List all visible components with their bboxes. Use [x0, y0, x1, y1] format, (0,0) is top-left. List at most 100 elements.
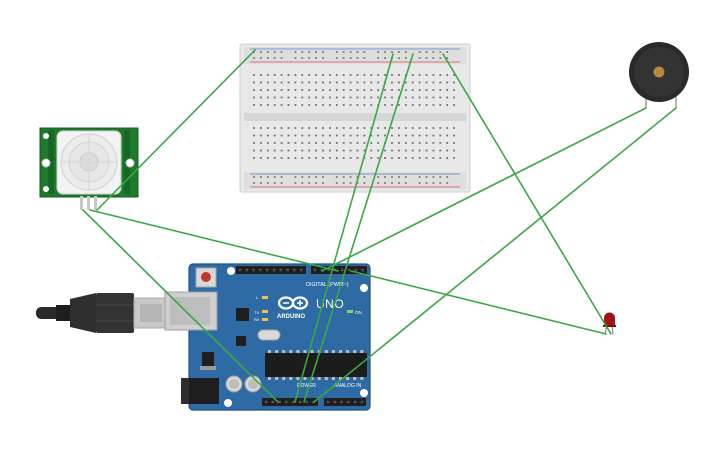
hole: [404, 96, 407, 99]
hole: [439, 176, 442, 178]
hole: [370, 74, 373, 76]
wire-buzzer-to-digital-pin[interactable]: [321, 107, 647, 272]
hole: [349, 149, 352, 152]
hole: [356, 96, 359, 99]
usb-cable-icon[interactable]: [36, 293, 167, 333]
mcu-pin: [317, 377, 321, 380]
hole: [287, 81, 290, 84]
fresnel-lens-icon: [56, 130, 122, 195]
hole: [322, 51, 324, 53]
hole: [398, 157, 400, 159]
hole: [294, 51, 297, 53]
hole: [238, 268, 242, 272]
hole: [425, 149, 428, 152]
hole: [391, 157, 393, 159]
hole: [446, 149, 449, 152]
hole: [384, 51, 386, 53]
hole: [398, 176, 400, 178]
hole: [425, 176, 428, 178]
hole: [273, 81, 276, 84]
hole: [320, 268, 323, 272]
hole: [342, 96, 345, 99]
rx-led-label: RX: [254, 317, 260, 322]
breadboard[interactable]: [239, 43, 471, 193]
hole: [349, 57, 352, 59]
pir-sensor[interactable]: [39, 127, 139, 210]
hole: [425, 81, 428, 84]
hole: [266, 176, 269, 178]
hole: [287, 127, 290, 129]
hole: [446, 74, 449, 76]
hole: [432, 57, 435, 59]
hole: [432, 182, 435, 184]
hole: [308, 127, 311, 129]
hole: [377, 51, 380, 53]
hole: [363, 89, 366, 91]
wire-breadboard-to-power-gnd[interactable]: [303, 53, 414, 403]
wire-digital-pin-to-led[interactable]: [350, 270, 607, 335]
hole: [322, 57, 324, 59]
hole: [446, 127, 449, 129]
arduino-uno-board[interactable]: ARDUINO UNO DIGITAL (PWM~) POWER ANALOG …: [164, 263, 371, 411]
hole: [315, 182, 317, 184]
hole: [260, 176, 262, 178]
mcu-pin: [310, 350, 314, 353]
hole: [253, 182, 255, 184]
hole: [356, 104, 359, 106]
hole: [411, 81, 414, 84]
hole: [287, 89, 290, 91]
mcu-pin: [282, 377, 286, 380]
wire-pir-to-power-gnd[interactable]: [82, 209, 279, 403]
hole: [300, 268, 303, 272]
hole: [404, 134, 407, 137]
hole: [287, 142, 290, 144]
mcu-pin: [268, 377, 271, 380]
hole: [356, 157, 359, 159]
hole: [356, 142, 359, 144]
hole: [391, 96, 393, 99]
reset-button[interactable]: [195, 267, 217, 288]
wire-buzzer-to-power[interactable]: [313, 107, 677, 403]
hole: [335, 176, 338, 178]
hole: [404, 57, 407, 59]
hole: [253, 157, 255, 159]
on-led-label: ON: [355, 310, 362, 315]
hole: [363, 81, 366, 84]
wire-breadboard-to-led[interactable]: [442, 53, 612, 335]
hole: [370, 89, 373, 91]
hole: [370, 104, 373, 106]
hole: [294, 74, 297, 76]
piezo-buzzer-icon[interactable]: [629, 42, 689, 108]
red-led-icon[interactable]: [603, 312, 616, 335]
hole: [280, 142, 283, 144]
hole: [260, 74, 262, 76]
hole: [301, 134, 304, 137]
hole: [370, 96, 373, 99]
hole: [432, 51, 435, 53]
hole: [260, 157, 262, 159]
power-header-label: POWER: [297, 383, 316, 389]
hole: [342, 89, 345, 91]
hole: [363, 176, 366, 178]
hole: [293, 268, 296, 272]
mcu-pin: [282, 350, 286, 353]
hole: [384, 57, 386, 59]
wires: [82, 49, 677, 403]
hole: [432, 96, 435, 99]
mcu-pin: [339, 350, 342, 353]
hole: [301, 74, 304, 76]
hole: [446, 157, 449, 159]
wire-pir-to-digital-pin[interactable]: [89, 209, 339, 272]
hole: [253, 176, 255, 178]
hole: [425, 74, 428, 76]
hole: [266, 134, 269, 137]
hole: [418, 96, 421, 99]
wire-pir-to-breadboard-rail[interactable]: [96, 49, 256, 211]
hole: [398, 51, 400, 53]
hole: [418, 157, 421, 159]
hole: [425, 142, 428, 144]
hole: [411, 96, 414, 99]
wire-breadboard-to-power-5v[interactable]: [294, 53, 394, 403]
hole: [354, 400, 357, 404]
hole: [280, 157, 283, 159]
